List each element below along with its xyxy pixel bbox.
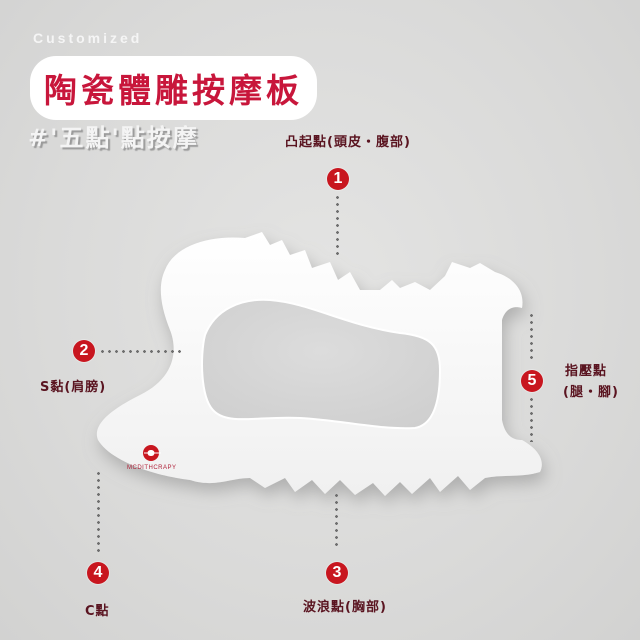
subtitle-english: Customized <box>33 30 143 46</box>
point-5-label-line1: 指壓點 <box>565 364 608 379</box>
point-3-label: 波浪點(胸部) <box>303 600 387 615</box>
point-4-label: C點 <box>85 604 110 619</box>
point-1-label: 凸起點(頭皮・腹部) <box>285 135 411 150</box>
page-title: 陶瓷體雕按摩板 <box>44 71 303 110</box>
point-5-leader-line-upper <box>530 312 533 362</box>
brand-logo <box>142 443 162 467</box>
point-5-badge: 5 <box>521 370 543 392</box>
board-hole <box>201 298 442 430</box>
point-4-leader-line <box>97 470 100 554</box>
hashtag-subtitle: #'五點'點按摩 <box>28 124 199 152</box>
point-2-badge: 2 <box>73 340 95 362</box>
point-5-leader-line-lower <box>530 396 533 442</box>
brand-logo-icon <box>143 445 161 461</box>
point-2-leader-line <box>99 350 181 353</box>
point-5-label-line2: (腿・腳) <box>563 385 619 400</box>
point-3-leader-line <box>335 492 338 550</box>
point-1-badge: 1 <box>327 168 349 190</box>
point-3-badge: 3 <box>326 562 348 584</box>
point-2-label: S黏(肩膀) <box>40 380 107 395</box>
point-4-badge: 4 <box>87 562 109 584</box>
brand-name: MCDITHCRAPY <box>127 465 177 471</box>
title-badge: 陶瓷體雕按摩板 <box>34 60 313 116</box>
point-1-leader-line <box>336 194 339 258</box>
